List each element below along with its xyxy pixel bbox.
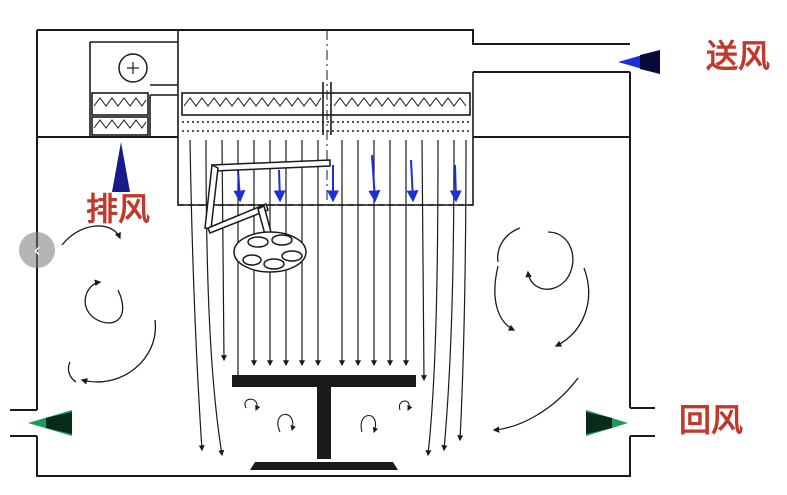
under-table-eddies (244, 398, 413, 434)
return-air-arrow-left-icon (28, 410, 72, 436)
return-air-label: 回风 (679, 401, 744, 439)
operating-table-icon (232, 375, 416, 470)
exhaust-fan-icon (118, 53, 148, 83)
exhaust-air-label: 排风 (86, 190, 151, 228)
surgical-lamp-icon (204, 159, 331, 273)
exhaust-air-arrow-icon (112, 142, 130, 192)
previous-slide-button[interactable]: ‹ (19, 232, 55, 268)
return-air-arrow-right-icon (586, 410, 628, 436)
chevron-left-icon: ‹ (33, 238, 41, 262)
supply-downflow-arrows (233, 154, 462, 203)
supply-air-arrow-icon (618, 50, 660, 74)
right-room-circulation (492, 227, 590, 433)
supply-air-label: 送风 (706, 37, 771, 75)
air-supply-plenum (89, 30, 474, 206)
left-room-circulation (61, 225, 156, 385)
laminar-airflow-lines (189, 139, 467, 457)
room-outline (10, 29, 655, 477)
hepa-filter-pleats (93, 97, 467, 129)
